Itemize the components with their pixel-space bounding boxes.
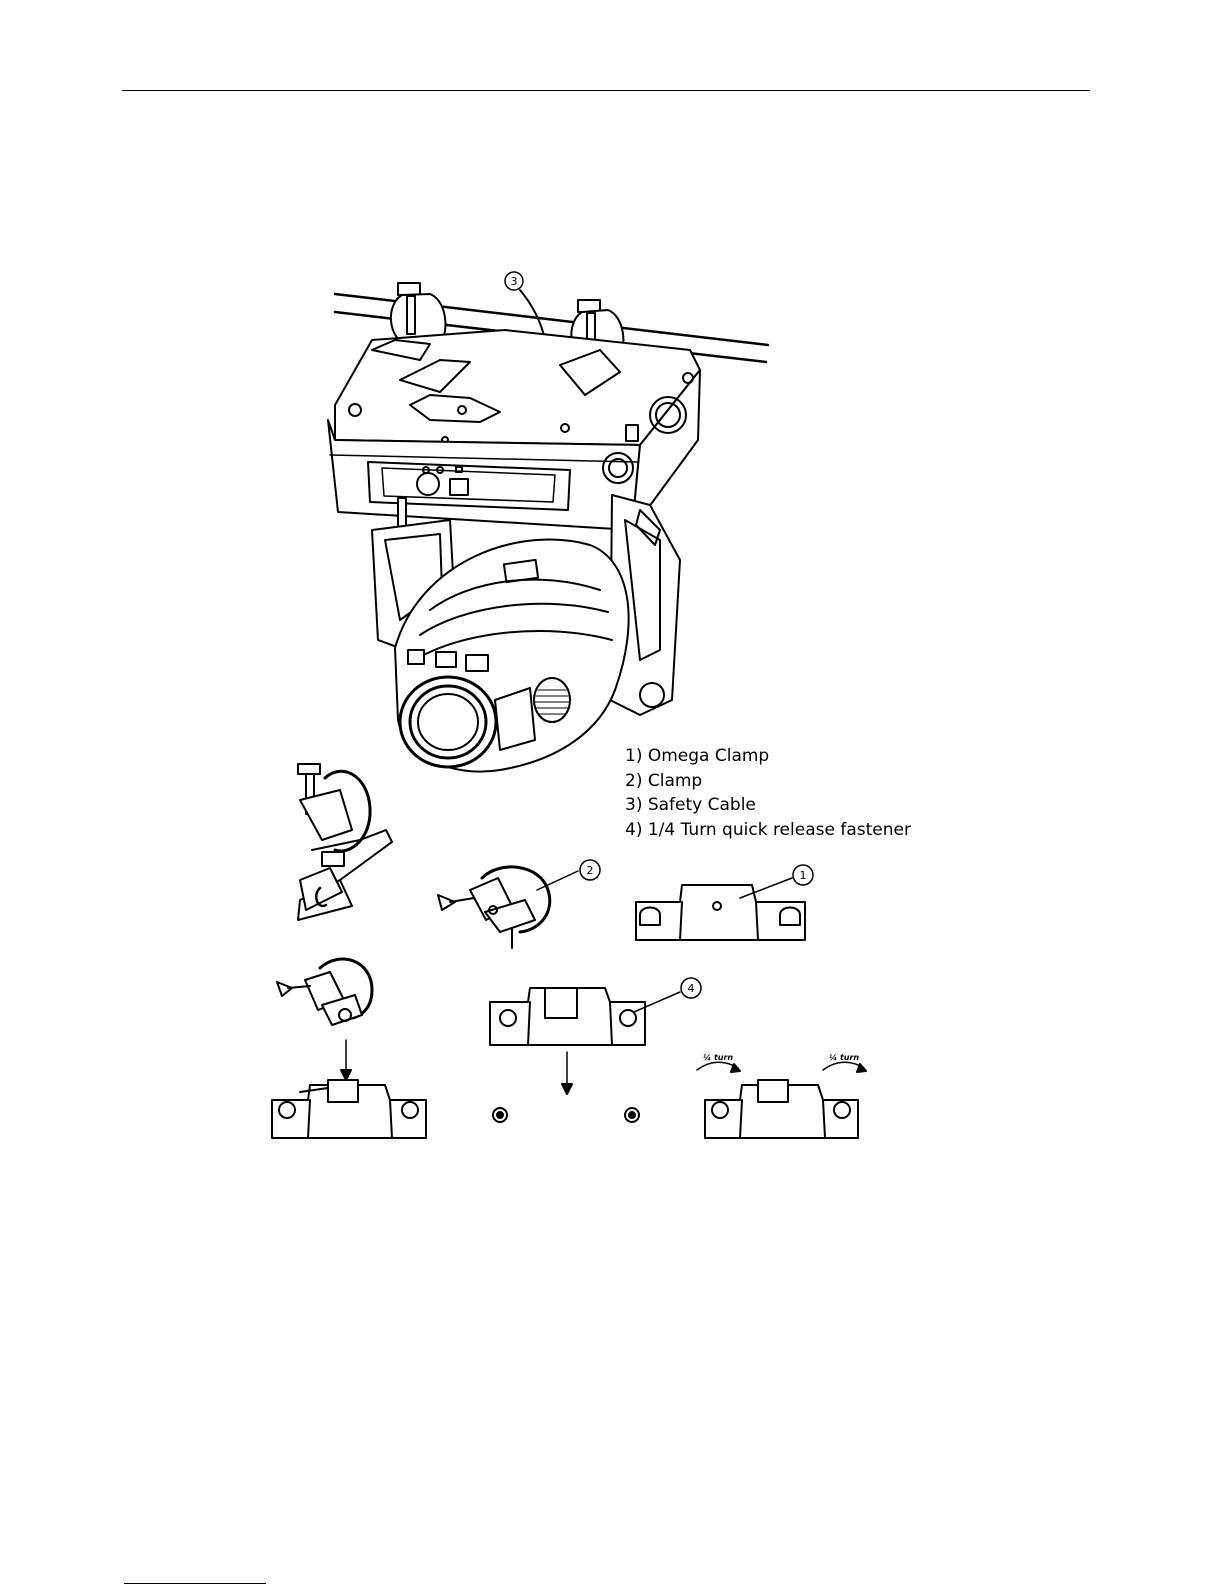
callout-2: 2: [587, 864, 594, 877]
turn-label-right: ¼ turn: [829, 1052, 860, 1062]
callout-1: 1: [800, 869, 807, 882]
legend-item-quick-release-fastener: 4) 1/4 Turn quick release fastener: [625, 818, 911, 843]
callout-4: 4: [688, 982, 695, 995]
detail-omega-bracket: [636, 865, 813, 940]
detail-bracket-fastener: [490, 978, 701, 1122]
detail-bracket-assembled-right: [697, 1062, 866, 1138]
detail-clamp: [438, 860, 600, 948]
fixture-head: [372, 495, 680, 772]
turn-label-left: ¼ turn: [703, 1052, 734, 1062]
footer-rule: [124, 1583, 266, 1584]
legend-item-safety-cable: 3) Safety Cable: [625, 793, 911, 818]
detail-clamp-lower: [277, 959, 372, 1080]
detail-omega-clamp-side: [298, 764, 392, 920]
parts-legend: 1) Omega Clamp 2) Clamp 3) Safety Cable …: [625, 744, 911, 842]
callout-3: 3: [511, 275, 518, 288]
legend-item-clamp: 2) Clamp: [625, 769, 911, 794]
detail-bracket-assembled-left: [272, 1080, 426, 1138]
fixture-base: [328, 330, 700, 530]
legend-item-omega-clamp: 1) Omega Clamp: [625, 744, 911, 769]
